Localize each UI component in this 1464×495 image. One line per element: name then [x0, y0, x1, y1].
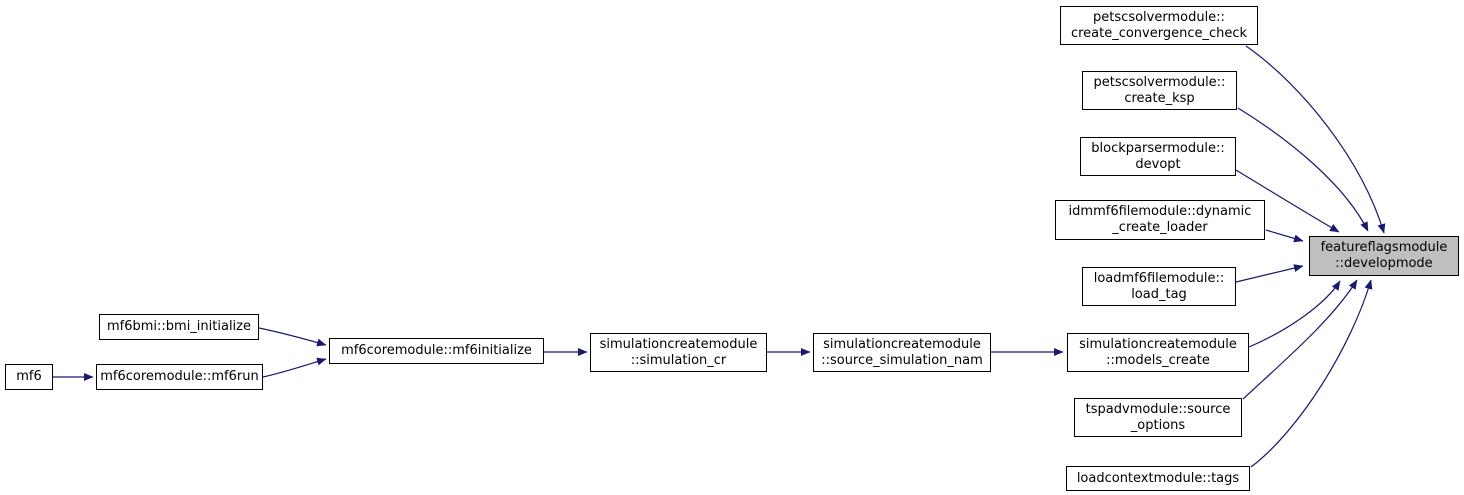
edge-mf6run-to-mf6initialize: [262, 357, 327, 378]
edge-dynamic-create-loader-to-developmode: [1265, 229, 1304, 243]
edge-models-create-to-developmode: [1248, 280, 1341, 348]
node-label: ::source_simulation_nam: [821, 352, 983, 368]
edge-bmi-initialize-to-mf6initialize: [258, 327, 327, 347]
edge-source-options-to-developmode: [1242, 279, 1358, 400]
node-petscsolvermodule-create-ksp[interactable]: petscsolvermodule:: create_ksp: [1082, 71, 1237, 110]
edge-tags-to-developmode: [1250, 279, 1373, 468]
node-idmmf6filemodule-dynamic-create-loader[interactable]: idmmf6filemodule::dynamic _create_loader: [1055, 200, 1265, 240]
node-loadmf6filemodule-load-tag[interactable]: loadmf6filemodule:: load_tag: [1082, 267, 1236, 306]
edge-create-convergence-check-to-developmode: [1245, 45, 1386, 234]
node-label: load_tag: [1131, 286, 1187, 302]
node-simulationcreatemodule-models-create[interactable]: simulationcreatemodule ::models_create: [1067, 333, 1249, 372]
node-petscsolvermodule-create-convergence-check[interactable]: petscsolvermodule:: create_convergence_c…: [1060, 6, 1258, 45]
node-label: featureflagsmodule: [1320, 240, 1448, 255]
node-label: _create_loader: [1112, 220, 1208, 235]
node-simulationcreatemodule-simulation-cr[interactable]: simulationcreatemodule ::simulation_cr: [590, 333, 767, 372]
node-label: blockparsermodule::: [1091, 140, 1225, 156]
edge-load-tag-to-developmode: [1235, 264, 1304, 283]
node-label: petscsolvermodule::: [1093, 9, 1225, 25]
node-label: mf6: [16, 369, 42, 384]
node-mf6coremodule-mf6run[interactable]: mf6coremodule::mf6run: [96, 364, 263, 390]
node-label: _options: [1130, 417, 1186, 433]
node-label: ::models_create: [1106, 352, 1210, 368]
node-label: simulationcreatemodule: [823, 336, 981, 352]
node-label: tspadvmodule::source: [1085, 401, 1231, 417]
node-label: petscsolvermodule::: [1093, 74, 1226, 90]
node-featureflagsmodule-developmode: featureflagsmodule ::developmode: [1309, 236, 1459, 276]
node-mf6[interactable]: mf6: [5, 364, 53, 390]
node-label: ::developmode: [1335, 256, 1433, 271]
node-label: create_convergence_check: [1070, 25, 1248, 41]
node-label: create_ksp: [1124, 90, 1195, 106]
node-mf6bmi-bmi-initialize[interactable]: mf6bmi::bmi_initialize: [99, 314, 259, 340]
node-label: mf6coremodule::mf6initialize: [341, 343, 532, 358]
node-loadcontextmodule-tags[interactable]: loadcontextmodule::tags: [1066, 466, 1250, 491]
node-label: loadmf6filemodule::: [1093, 270, 1225, 286]
node-blockparsermodule-devopt[interactable]: blockparsermodule:: devopt: [1080, 137, 1236, 176]
edge-devopt-to-developmode: [1235, 169, 1340, 233]
edge-create-ksp-to-developmode: [1237, 107, 1369, 232]
node-label: loadcontextmodule::tags: [1076, 470, 1240, 486]
node-simulationcreatemodule-source-simulation-nam[interactable]: simulationcreatemodule ::source_simulati…: [813, 333, 991, 372]
node-label: ::simulation_cr: [630, 352, 727, 368]
node-label: mf6coremodule::mf6run: [100, 369, 259, 384]
node-mf6coremodule-mf6initialize[interactable]: mf6coremodule::mf6initialize: [329, 338, 544, 364]
node-label: idmmf6filemodule::dynamic: [1068, 204, 1252, 219]
node-label: simulationcreatemodule: [599, 336, 758, 352]
node-tspadvmodule-source-options[interactable]: tspadvmodule::source _options: [1074, 398, 1242, 437]
node-label: simulationcreatemodule: [1079, 336, 1237, 352]
node-label: mf6bmi::bmi_initialize: [106, 319, 251, 334]
node-label: devopt: [1135, 156, 1181, 172]
